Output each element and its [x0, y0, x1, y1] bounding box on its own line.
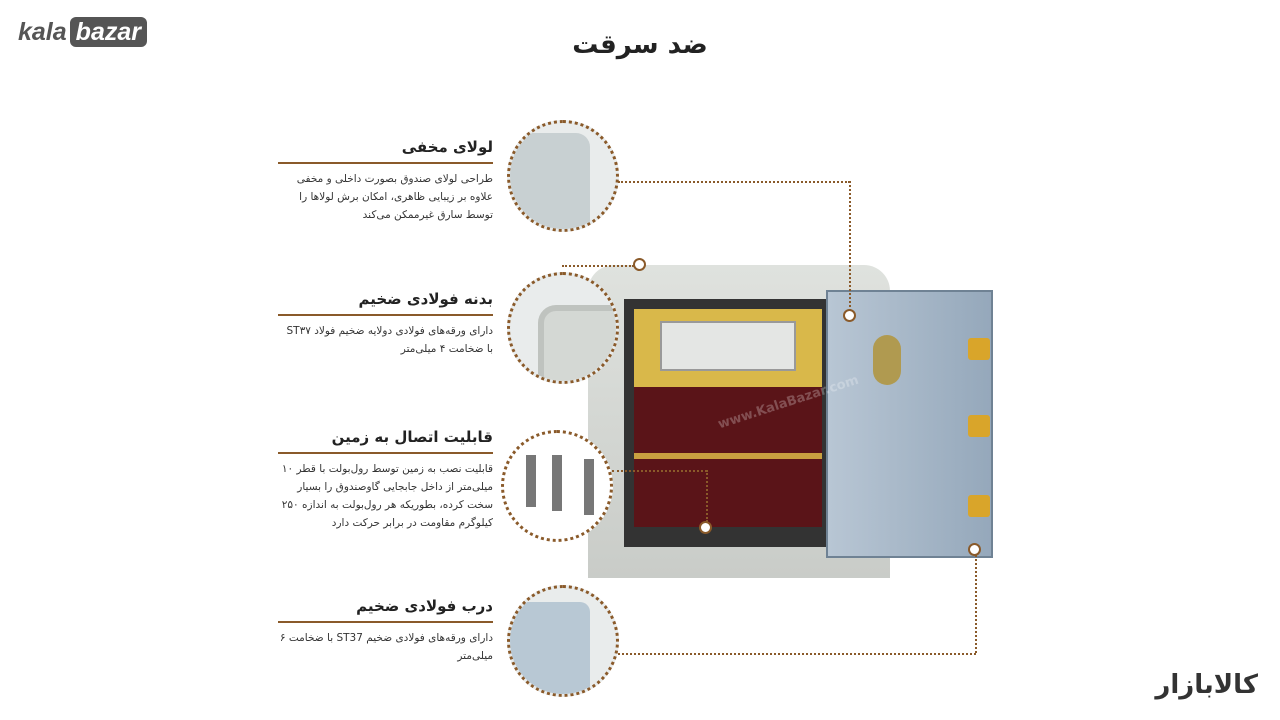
- door-bolt: [968, 495, 990, 517]
- body-detail-image: [507, 272, 619, 384]
- door-emblem: [873, 335, 901, 385]
- body-marker: [633, 258, 646, 271]
- door-detail-image: [507, 585, 619, 697]
- door-bolt: [968, 415, 990, 437]
- hinge-marker: [843, 309, 856, 322]
- kalabazar-logo-fa: کالابازار: [1155, 670, 1258, 700]
- anchor-marker: [699, 521, 712, 534]
- door-marker: [968, 543, 981, 556]
- page-title: ضد سرقت: [572, 30, 708, 60]
- bolts-detail-image: [501, 430, 613, 542]
- hinge-detail-image: [507, 120, 619, 232]
- safe-interior: [624, 299, 832, 547]
- safe-door: [826, 290, 993, 558]
- door-bolt: [968, 338, 990, 360]
